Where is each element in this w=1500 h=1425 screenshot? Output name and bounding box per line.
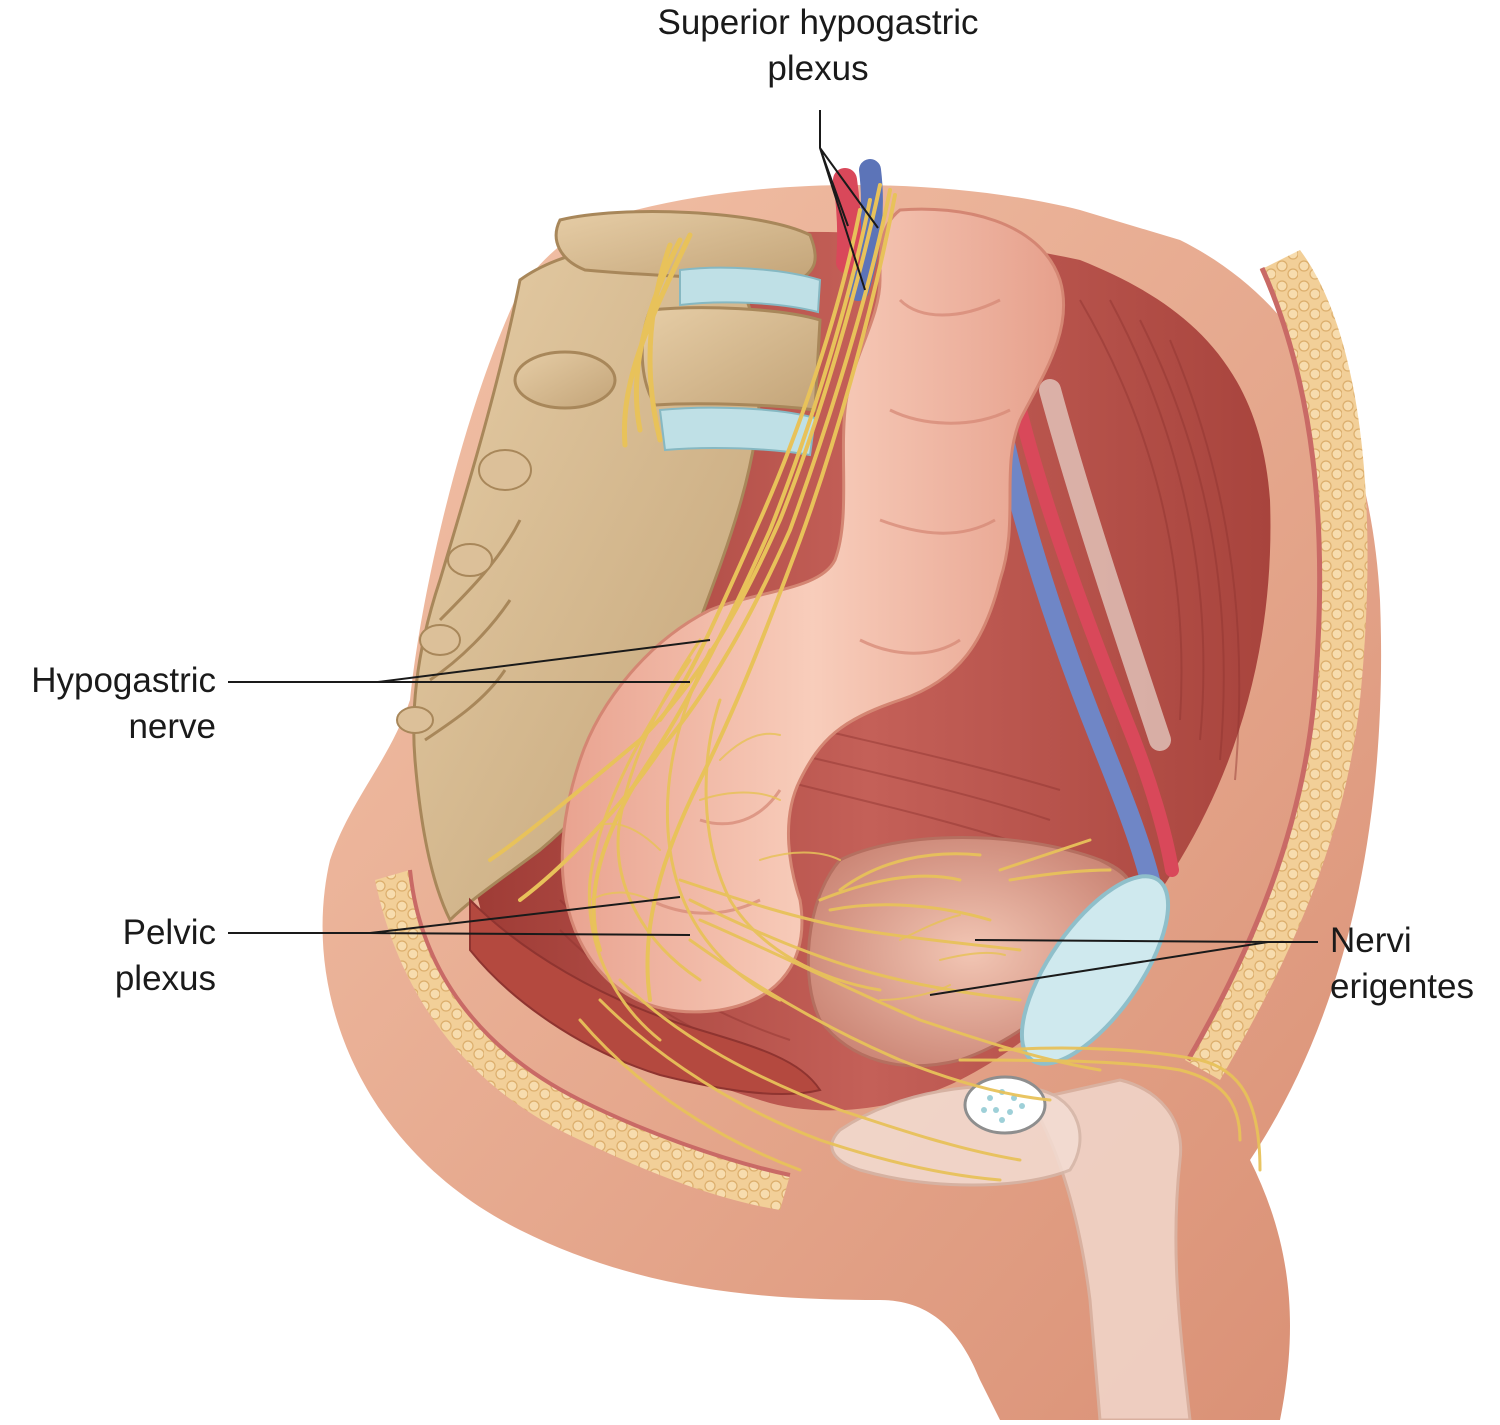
spinous-process [513, 350, 617, 410]
prostate-crosssection [963, 1075, 1047, 1135]
label-superior-hypogastric-plexus: Superior hypogastric plexus [628, 0, 1008, 92]
label-line: Pelvic [122, 913, 216, 952]
vertebra-l5 [640, 306, 822, 412]
peritoneal-line-right [1185, 266, 1323, 1062]
label-line: plexus [767, 49, 869, 88]
leader-nervi-erigentes [929, 939, 1318, 996]
sacral-bump-4 [396, 706, 434, 734]
sigmoid-colon [560, 207, 1066, 1014]
label-line: Superior hypogastric [657, 3, 979, 42]
sacral-bump-1 [478, 449, 532, 491]
leader-hypogastric-nerve [228, 639, 711, 683]
leader-lines [228, 110, 1318, 996]
sacral-bump-3 [419, 624, 461, 656]
fat-layer-anterior [1185, 250, 1368, 1080]
colon-haustra [649, 298, 1011, 915]
psoas-tendon [1039, 379, 1171, 751]
leader-pelvic-plexus [228, 896, 691, 936]
label-line: erigentes [1330, 967, 1474, 1006]
sacral-bump-2 [447, 543, 493, 577]
iliac-vein [990, 410, 1160, 890]
leader-superior-hypogastric [819, 110, 879, 291]
disc-lower [658, 406, 817, 457]
fat-layer-inferior [375, 870, 790, 1210]
nerve-bundles [488, 183, 1262, 1182]
label-hypogastric-nerve: Hypogastric nerve [0, 658, 216, 750]
disc-upper [679, 266, 822, 314]
label-nervi-erigentes: Nervi erigentes [1330, 918, 1498, 1010]
iliac-artery [1013, 403, 1179, 877]
prostate-texture [981, 1089, 1025, 1123]
label-line: nerve [128, 707, 216, 746]
label-line: Nervi [1330, 921, 1412, 960]
label-line: plexus [114, 959, 216, 998]
label-pelvic-plexus: Pelvic plexus [0, 910, 216, 1002]
label-line: Hypogastric [31, 661, 216, 700]
levator-ani [469, 897, 822, 1095]
